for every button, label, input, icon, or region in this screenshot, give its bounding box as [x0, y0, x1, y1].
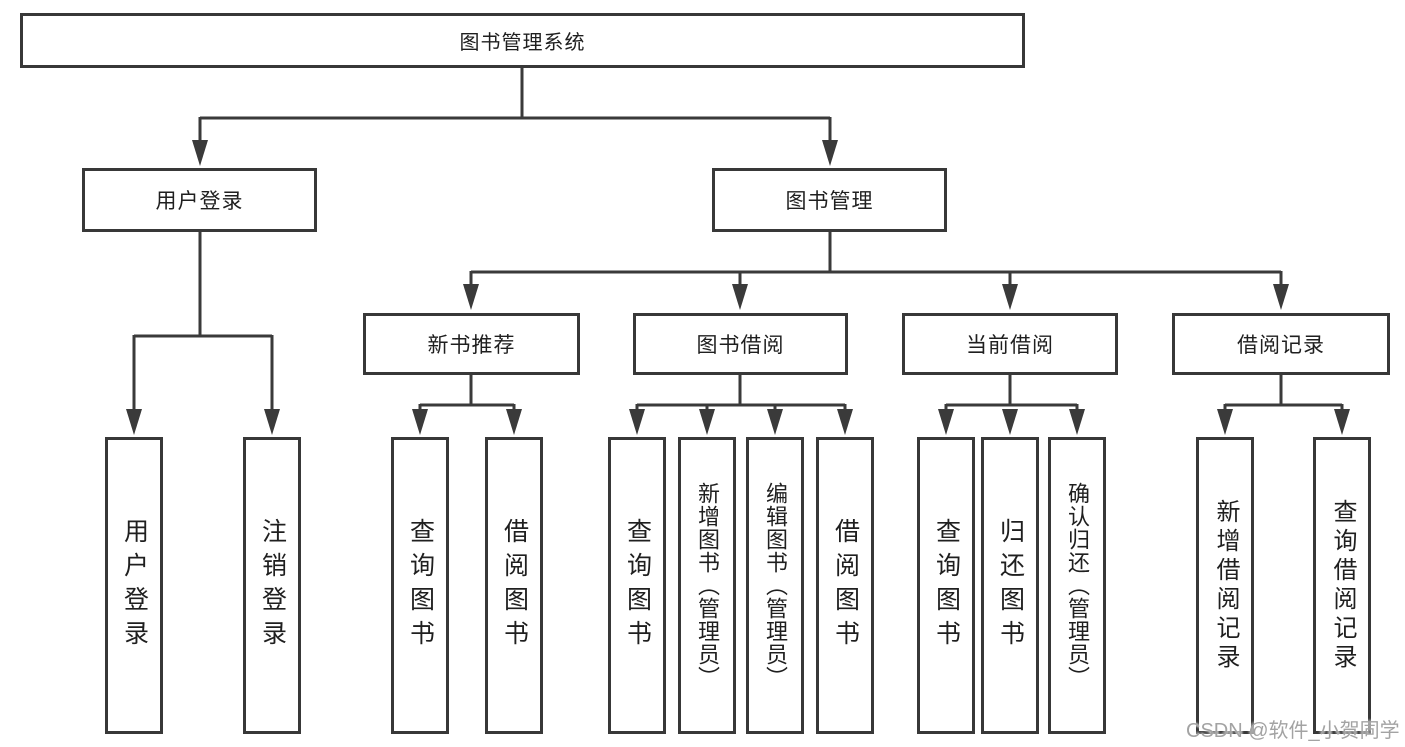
arrowhead-icon [699, 409, 715, 435]
node-leaf-borrow-books-borrowing: 借阅图书 [816, 437, 874, 734]
node-book-borrowing-label: 图书借阅 [696, 334, 785, 357]
node-root: 图书管理系统 [20, 13, 1025, 68]
arrowhead-icon [1002, 409, 1018, 435]
node-book-borrowing: 图书借阅 [633, 313, 848, 375]
arrowhead-icon [1002, 284, 1018, 310]
arrowhead-icon [463, 284, 479, 310]
node-book-management: 图书管理 [712, 168, 947, 232]
node-borrowing-records: 借阅记录 [1172, 313, 1390, 375]
arrowhead-icon [822, 140, 838, 166]
node-leaf-add-borrow-record: 新增借阅记录 [1196, 437, 1254, 734]
arrowhead-icon [1334, 409, 1350, 435]
node-current-borrowing-label: 当前借阅 [966, 334, 1054, 357]
node-user-login-group-label: 用户登录 [155, 190, 244, 213]
node-leaf-query-books-recommend: 查询图书 [391, 437, 449, 734]
arrowhead-icon [767, 409, 783, 435]
node-user-login-group: 用户登录 [82, 168, 317, 232]
node-leaf-query-books-current: 查询图书 [917, 437, 975, 734]
node-leaf-edit-books-admin: 编辑图书（管理员） [746, 437, 804, 734]
arrowhead-icon [732, 284, 748, 310]
node-leaf-logout: 注销登录 [243, 437, 301, 734]
arrowhead-icon [1069, 409, 1085, 435]
arrowhead-icon [506, 409, 522, 435]
arrowhead-icon [837, 409, 853, 435]
csdn-watermark: CSDN @软件_小贺同学 [1186, 720, 1400, 742]
node-new-book-recommend-label: 新书推荐 [427, 334, 516, 357]
node-root-label: 图书管理系统 [459, 32, 586, 54]
node-new-book-recommend: 新书推荐 [363, 313, 580, 375]
node-leaf-query-books-borrowing: 查询图书 [608, 437, 666, 734]
arrowhead-icon [1273, 284, 1289, 310]
node-leaf-confirm-return-admin: 确认归还（管理员） [1048, 437, 1106, 734]
arrowhead-icon [629, 409, 645, 435]
node-current-borrowing: 当前借阅 [902, 313, 1118, 375]
node-book-management-label: 图书管理 [785, 190, 874, 213]
node-leaf-borrow-books-recommend: 借阅图书 [485, 437, 543, 734]
node-borrowing-records-label: 借阅记录 [1237, 334, 1325, 357]
arrowhead-icon [1217, 409, 1233, 435]
node-leaf-query-borrow-record: 查询借阅记录 [1313, 437, 1371, 734]
arrowhead-icon [126, 409, 142, 435]
node-leaf-user-login: 用户登录 [105, 437, 163, 734]
node-leaf-add-books-admin: 新增图书（管理员） [678, 437, 736, 734]
arrowhead-icon [192, 140, 208, 166]
arrowhead-icon [938, 409, 954, 435]
node-leaf-return-books: 归还图书 [981, 437, 1039, 734]
arrowhead-icon [412, 409, 428, 435]
arrowhead-icon [264, 409, 280, 435]
